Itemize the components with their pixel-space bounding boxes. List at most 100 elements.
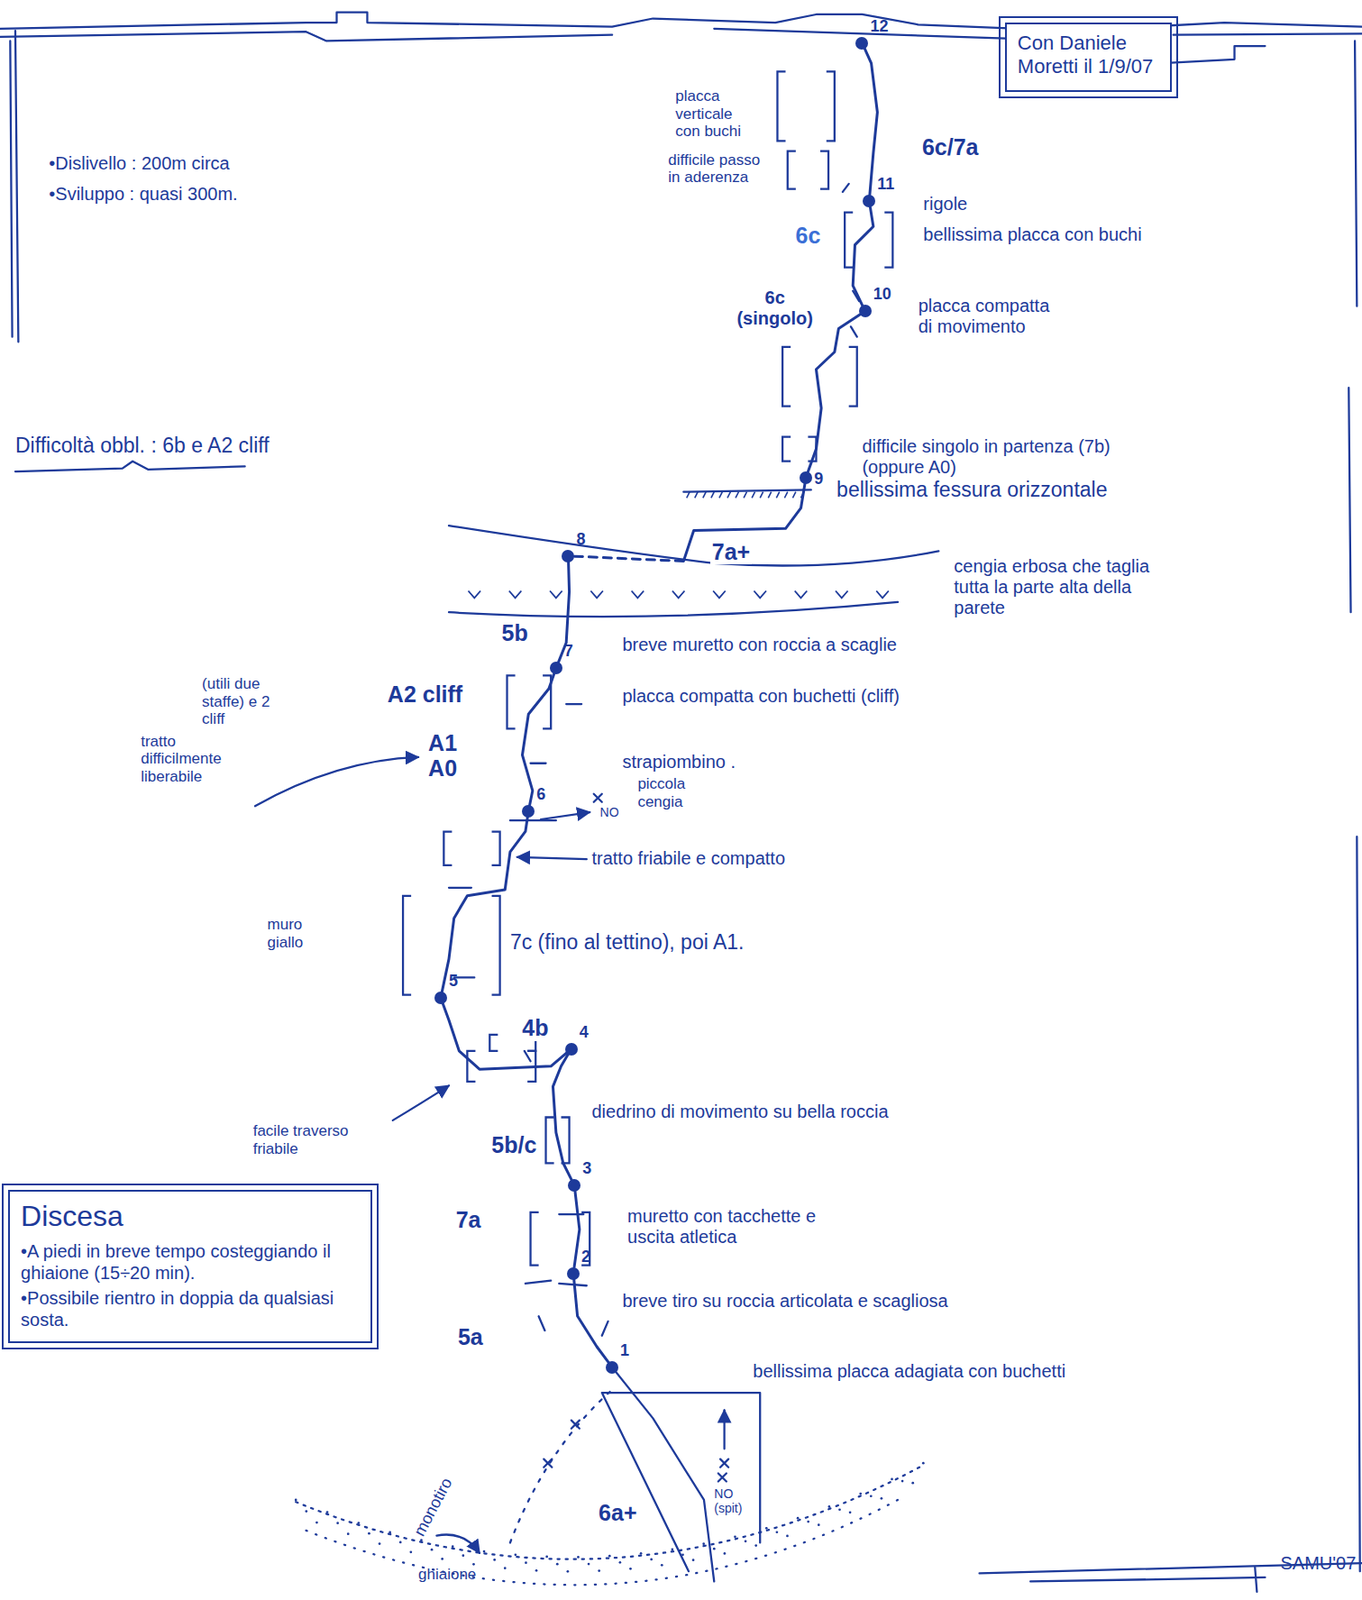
grade-label: 5b (500, 620, 531, 647)
hatch-stroke (792, 492, 796, 499)
belay-number: 4 (579, 1023, 589, 1043)
grass-tuft (712, 590, 726, 598)
scree-dot (869, 1494, 873, 1498)
scree-dot (639, 1552, 643, 1555)
belay-number: 7 (564, 641, 574, 661)
route-note: •Sviluppo : quasi 300m. (48, 183, 238, 205)
route-line (864, 48, 878, 195)
scree-dot (576, 1555, 580, 1559)
credit-box: Con Daniele Moretti il 1/9/07 (1005, 22, 1172, 92)
leader-arrow (540, 812, 590, 820)
grade-label: 6c (singolo) (736, 287, 814, 330)
route-note: breve muretto con roccia a scaglie (621, 634, 897, 656)
grade-label: 6c (794, 222, 823, 249)
scree-dot (712, 1547, 716, 1551)
pitch-brackets (402, 71, 893, 1265)
route-note: breve tiro su roccia articolata e scagli… (621, 1290, 948, 1312)
pitch-bracket (443, 831, 500, 866)
hatch-stroke (719, 492, 723, 499)
bolt-cross (543, 1420, 580, 1468)
scree-dot (786, 1535, 789, 1538)
scree-dot (399, 1541, 403, 1545)
scree-dot (336, 1521, 339, 1525)
scree-dot (911, 1481, 915, 1485)
route-note: piccola cengia (637, 775, 710, 811)
bolt-cross (594, 794, 603, 803)
scree-dot (326, 1510, 330, 1514)
belay-number: 2 (581, 1247, 591, 1267)
scree-dot (765, 1526, 768, 1530)
scree-dot (587, 1563, 591, 1566)
hatch-stroke (735, 492, 739, 499)
belay-dot (549, 661, 563, 675)
belay-dot (567, 1179, 581, 1192)
scree-dot (692, 1558, 695, 1562)
grade-label: 7a (454, 1206, 484, 1234)
scree-line (306, 1499, 898, 1585)
box-text: •Possibile rientro in doppia da qualsias… (20, 1287, 360, 1331)
grade-label: 6c/7a (920, 134, 981, 161)
route-note: NO (spit) (713, 1486, 755, 1516)
belay-number: 5 (448, 971, 458, 991)
route-note: •Dislivello : 200m circa (48, 153, 229, 174)
pitch-bracket (782, 437, 816, 462)
scree-dot (304, 1509, 308, 1513)
grass-tuft (753, 590, 767, 598)
belay-dot (565, 1042, 578, 1056)
grade-label: A0 (426, 755, 459, 782)
belay-number: 9 (813, 469, 823, 489)
route-line (441, 817, 528, 992)
belay-station: 5 (434, 991, 448, 1005)
up-arrow (722, 1409, 725, 1449)
belay-number: 6 (536, 785, 546, 805)
grass-tuft (631, 590, 645, 598)
grass-tuft (590, 590, 604, 598)
belay-station: 10 (859, 304, 872, 318)
route-note: tratto difficilmente liberabile (140, 732, 245, 787)
route-note: strapiombino . (621, 751, 736, 773)
pitch-bracket (844, 212, 893, 268)
route-line (442, 1004, 567, 1070)
route-line (807, 314, 860, 472)
belay-number: 3 (582, 1159, 592, 1179)
belay-station: 9 (799, 471, 813, 485)
belay-station: 1 (605, 1361, 619, 1374)
box-text: Con Daniele Moretti il 1/9/07 (1017, 31, 1160, 80)
scree-dot (776, 1530, 779, 1534)
scree-dot (681, 1553, 685, 1557)
route-line (574, 1279, 609, 1362)
pitch-bracket (530, 1212, 591, 1266)
belay-dot (859, 304, 872, 318)
route-note: Difficoltà obbl. : 6b e A2 cliff (15, 433, 270, 458)
hatch-stroke (694, 492, 698, 499)
route-note: rigole (923, 193, 968, 215)
crack-mark (524, 183, 860, 1336)
belay-dot (799, 471, 813, 485)
grade-label: A2 cliff (385, 681, 465, 708)
route-note: placca compatta di movimento (918, 295, 1068, 338)
route-note: placca compatta con buchetti (cliff) (621, 685, 900, 707)
scree-dot (859, 1492, 862, 1496)
scree-dot (723, 1552, 727, 1555)
belay-station: 12 (855, 36, 869, 50)
ledge-mark (510, 703, 582, 821)
scree-dot (472, 1563, 476, 1566)
scree-dot (451, 1544, 455, 1548)
grass-tuft (795, 590, 808, 598)
route-note: bellissima fessura orizzontale (836, 477, 1107, 502)
belay-station: 8 (561, 549, 575, 563)
grass-tuft (468, 590, 482, 598)
hatch-stroke (759, 492, 763, 499)
scree-dot (367, 1532, 371, 1536)
grass-tuft (876, 590, 889, 598)
route-note: ghiaione (418, 1565, 476, 1584)
route-line (574, 1191, 580, 1267)
route-note: SAMU'07 (1279, 1553, 1356, 1574)
grade-label: 7a+ (710, 539, 752, 566)
grade-label: 5a (456, 1324, 485, 1351)
scree-dot (535, 1569, 539, 1573)
scree-dot (744, 1539, 748, 1543)
route-line (522, 674, 555, 805)
leader-arrow (517, 857, 587, 860)
